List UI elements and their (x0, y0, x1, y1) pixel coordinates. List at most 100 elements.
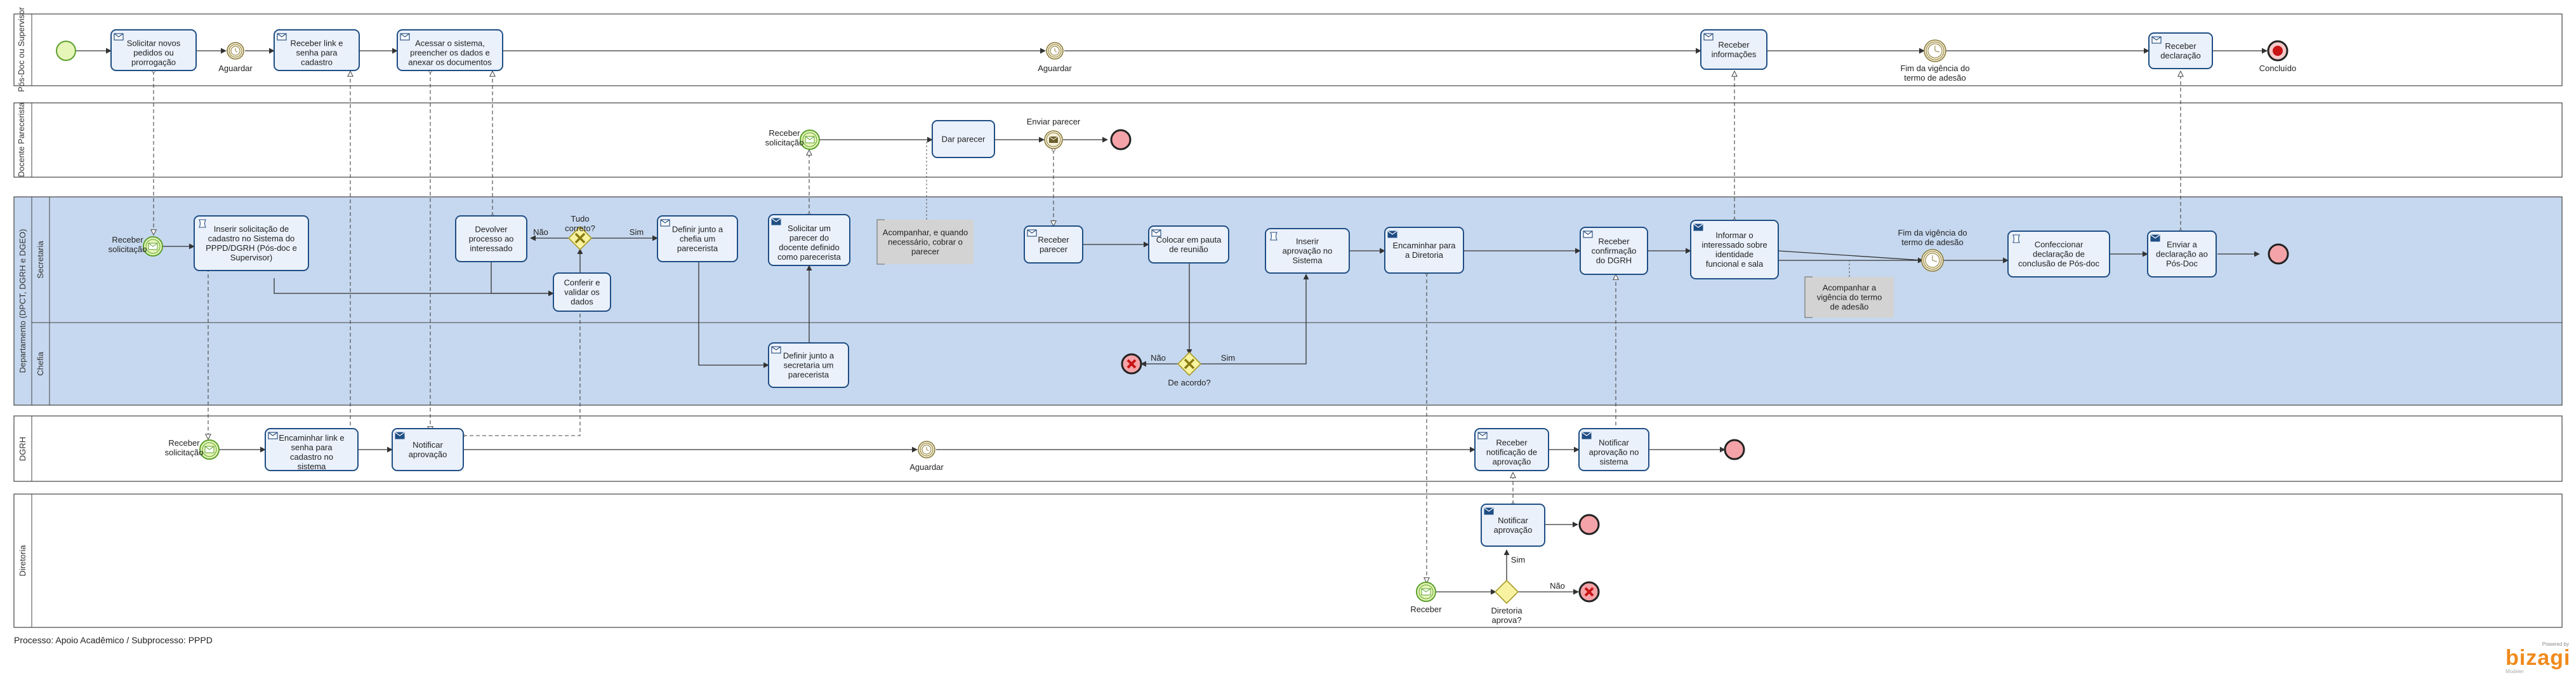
event-endpink[interactable] (1724, 439, 1745, 460)
cross-icon (1584, 587, 1594, 597)
pool-docente: Docente Parecerista (13, 102, 2563, 178)
svg-text:Aguardar: Aguardar (909, 462, 944, 472)
event-label: Aguardar (1038, 64, 1072, 73)
gateway-de-acordo-[interactable]: De acordo? (1168, 351, 1211, 387)
svg-text:De acordo?: De acordo? (1168, 378, 1210, 387)
task-dar-parecer[interactable]: Dar parecer (932, 120, 995, 158)
message-icon (277, 33, 287, 41)
clock-icon (1925, 253, 1940, 268)
x-icon (574, 232, 586, 244)
event-endpink[interactable] (1110, 129, 1132, 151)
send-icon (1484, 507, 1494, 515)
event-aguardar[interactable]: Aguardar (909, 441, 944, 472)
clock-icon (1927, 43, 1943, 58)
sequence-flows (76, 48, 2268, 595)
event-label: Concluído (2259, 64, 2297, 73)
message-icon (771, 346, 781, 354)
event-receber[interactable]: Receber (1410, 582, 1442, 614)
message-flows (154, 71, 2181, 583)
pool-label: Pós-Doc ou Supervisor (17, 6, 26, 91)
gateway-label: De acordo? (1168, 378, 1210, 387)
event-aguardar[interactable]: Aguardar (218, 42, 253, 73)
message-icon (400, 33, 410, 41)
event-conclu-do[interactable]: Concluído (2259, 40, 2297, 73)
process-caption: Processo: Apoio Acadêmico / Subprocesso:… (14, 635, 213, 645)
script-icon (1270, 232, 1278, 241)
send-icon (771, 218, 781, 225)
event-endpink[interactable] (2268, 243, 2289, 265)
event-label: Enviar parecer (1027, 117, 1081, 126)
svg-text:Aguardar: Aguardar (218, 64, 253, 73)
event-start[interactable] (56, 41, 76, 61)
event-endpink[interactable] (1578, 514, 1600, 535)
event-enviar-parecer[interactable]: Enviar parecer (1027, 117, 1081, 149)
clock-icon (921, 445, 932, 455)
event-aguardar[interactable]: Aguardar (1038, 42, 1072, 73)
brand-name: bizagi (2506, 646, 2571, 670)
message-icon (1027, 229, 1037, 237)
event-error[interactable] (1121, 353, 1142, 375)
event-error[interactable] (1578, 581, 1600, 603)
message-icon (660, 219, 670, 227)
send-icon (1693, 224, 1703, 231)
event-label: Receber (1410, 605, 1442, 614)
envelope-icon (1421, 588, 1431, 596)
bizagi-logo: Powered by bizagi Modeler (2506, 641, 2571, 674)
